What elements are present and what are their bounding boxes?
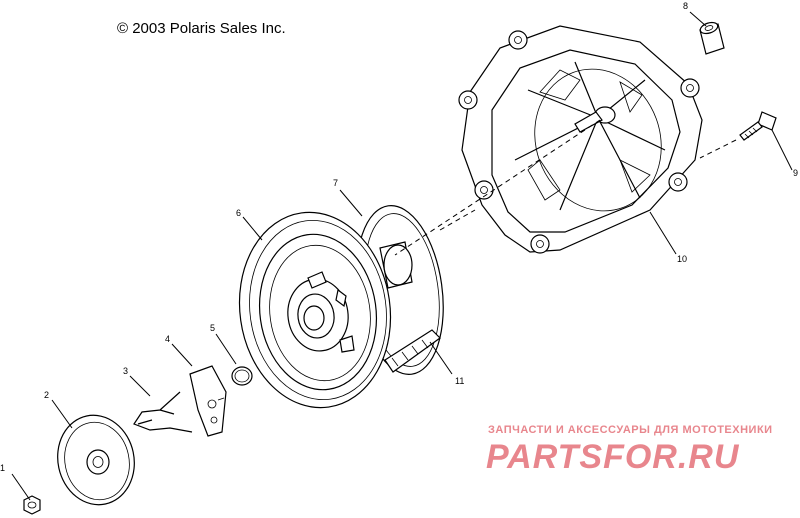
callout-9: 9 xyxy=(793,168,798,178)
callout-8: 8 xyxy=(683,1,688,11)
callout-10: 10 xyxy=(677,254,687,264)
recoil-housing xyxy=(458,25,703,254)
pawl-part xyxy=(189,365,227,437)
bolt-part xyxy=(739,111,777,141)
starter-rope xyxy=(384,329,441,373)
spring-ring xyxy=(231,366,253,386)
callout-11: 11 xyxy=(455,376,464,386)
watermark-tagline: ЗАПЧАСТИ И АКСЕССУАРЫ ДЛЯ МОТОТЕХНИКИ xyxy=(488,424,773,436)
watermark: ЗАПЧАСТИ И АКСЕССУАРЫ ДЛЯ МОТОТЕХНИКИ PA… xyxy=(486,424,773,476)
assembly-lines xyxy=(394,119,737,256)
recoil-pulley xyxy=(238,211,392,409)
callouts: 1 2 3 4 5 6 7 8 9 10 11 xyxy=(0,1,798,473)
watermark-brand: PARTSFOR.RU xyxy=(486,438,740,476)
callout-6: 6 xyxy=(236,208,241,218)
cover-plate xyxy=(57,414,135,506)
callout-5: 5 xyxy=(210,323,215,333)
callout-7: 7 xyxy=(333,178,338,188)
callout-3: 3 xyxy=(123,366,128,376)
bushing-part xyxy=(699,21,725,55)
nut-part xyxy=(23,495,41,515)
callout-4: 4 xyxy=(165,334,170,344)
copyright-text: © 2003 Polaris Sales Inc. xyxy=(117,20,286,37)
leader-lines xyxy=(11,11,793,501)
pawl-spring xyxy=(133,391,193,433)
callout-1: 1 xyxy=(0,463,5,473)
callout-2: 2 xyxy=(44,390,49,400)
